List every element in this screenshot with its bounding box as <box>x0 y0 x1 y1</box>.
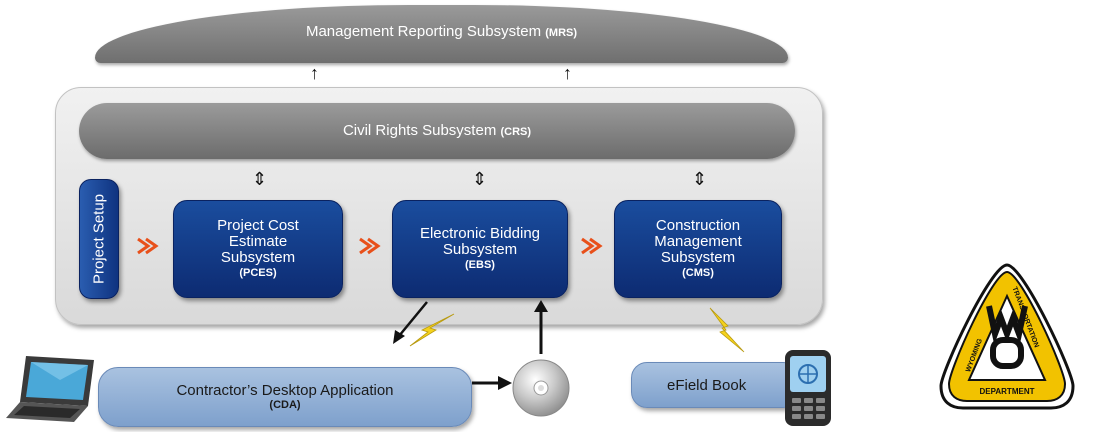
cda-abbr: (CDA) <box>269 399 301 411</box>
cms-box: Construction Management Subsystem (CMS) <box>614 200 782 298</box>
upload-arrow-icon <box>534 300 548 354</box>
cms-line: Construction <box>655 217 741 234</box>
cms-abbr: (CMS) <box>682 267 714 279</box>
pces-abbr: (PCES) <box>239 267 277 279</box>
project-setup-box: Project Setup <box>79 179 119 299</box>
project-setup-label: Project Setup <box>90 193 108 285</box>
mrs-banner: Management Reporting Subsystem (MRS) <box>95 5 788 63</box>
cda-box: Contractor’s Desktop Application (CDA) <box>98 367 472 427</box>
crs-label: Civil Rights Subsystem <box>342 122 497 139</box>
wyoming-dot-logo: WYOMING TRANSPORTATION DEPARTMENT <box>939 263 1075 410</box>
flow-arrow-icon <box>359 237 381 255</box>
disc-icon <box>512 359 570 417</box>
arrow-up-down-icon: ⇕ <box>252 169 268 189</box>
arrow-up-icon: ↑ <box>563 63 572 83</box>
pces-box: Project Cost Estimate Subsystem (PCES) <box>173 200 343 298</box>
lightning-icon <box>409 313 455 347</box>
flow-arrow-icon <box>137 237 159 255</box>
ebs-box: Electronic Bidding Subsystem (EBS) <box>392 200 568 298</box>
logo-text-department: DEPARTMENT <box>980 387 1035 396</box>
crs-abbr: (CRS) <box>500 126 532 138</box>
arrow-up-icon: ↑ <box>310 63 319 83</box>
pces-line: Estimate <box>228 233 288 250</box>
efield-book-box: eField Book <box>631 362 799 408</box>
cms-line: Subsystem <box>660 249 736 266</box>
ebs-abbr: (EBS) <box>465 259 495 271</box>
mrs-abbr: (MRS) <box>545 27 578 39</box>
arrow-right-icon <box>472 376 512 390</box>
lightning-icon <box>709 307 745 353</box>
efield-book-label: eField Book <box>667 377 747 394</box>
pces-line: Subsystem <box>220 249 296 266</box>
mrs-label: Management Reporting Subsystem <box>305 23 542 40</box>
flow-arrow-icon <box>581 237 603 255</box>
cda-label: Contractor’s Desktop Application <box>176 382 394 399</box>
ebs-line: Subsystem <box>442 241 518 258</box>
arrow-up-down-icon: ⇕ <box>692 169 708 189</box>
phone-icon <box>785 350 831 426</box>
download-arrow-icon <box>393 301 428 344</box>
cms-line: Management <box>654 233 742 250</box>
laptop-icon <box>6 356 94 422</box>
crs-bar: Civil Rights Subsystem (CRS) <box>79 103 795 159</box>
arrow-up-down-icon: ⇕ <box>472 169 488 189</box>
ebs-line: Electronic Bidding <box>419 225 541 242</box>
pces-line: Project Cost <box>217 217 299 234</box>
